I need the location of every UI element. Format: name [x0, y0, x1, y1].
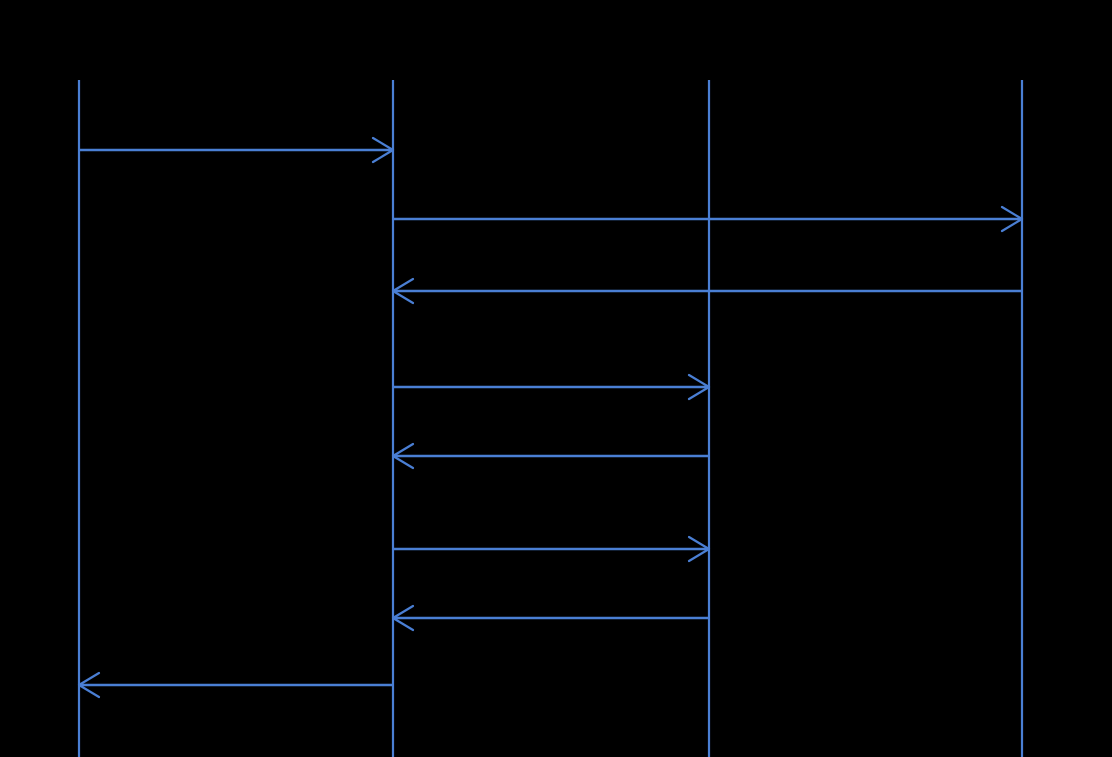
message-arrowhead-4 — [687, 373, 711, 401]
message-4[interactable] — [393, 373, 711, 401]
message-arrowhead-1 — [371, 136, 395, 164]
message-arrowhead-5 — [391, 442, 415, 470]
message-2[interactable] — [393, 205, 1024, 233]
message-arrowhead-7 — [391, 604, 415, 632]
message-8[interactable] — [77, 671, 393, 699]
message-1[interactable] — [79, 136, 395, 164]
message-3[interactable] — [391, 277, 1022, 305]
message-7[interactable] — [391, 604, 709, 632]
message-arrowhead-3 — [391, 277, 415, 305]
message-arrowhead-8 — [77, 671, 101, 699]
message-arrowhead-2 — [1000, 205, 1024, 233]
participants-layer — [77, 80, 1024, 757]
message-arrowhead-6 — [687, 535, 711, 563]
message-5[interactable] — [391, 442, 709, 470]
messages-layer — [77, 136, 1024, 699]
message-6[interactable] — [393, 535, 711, 563]
